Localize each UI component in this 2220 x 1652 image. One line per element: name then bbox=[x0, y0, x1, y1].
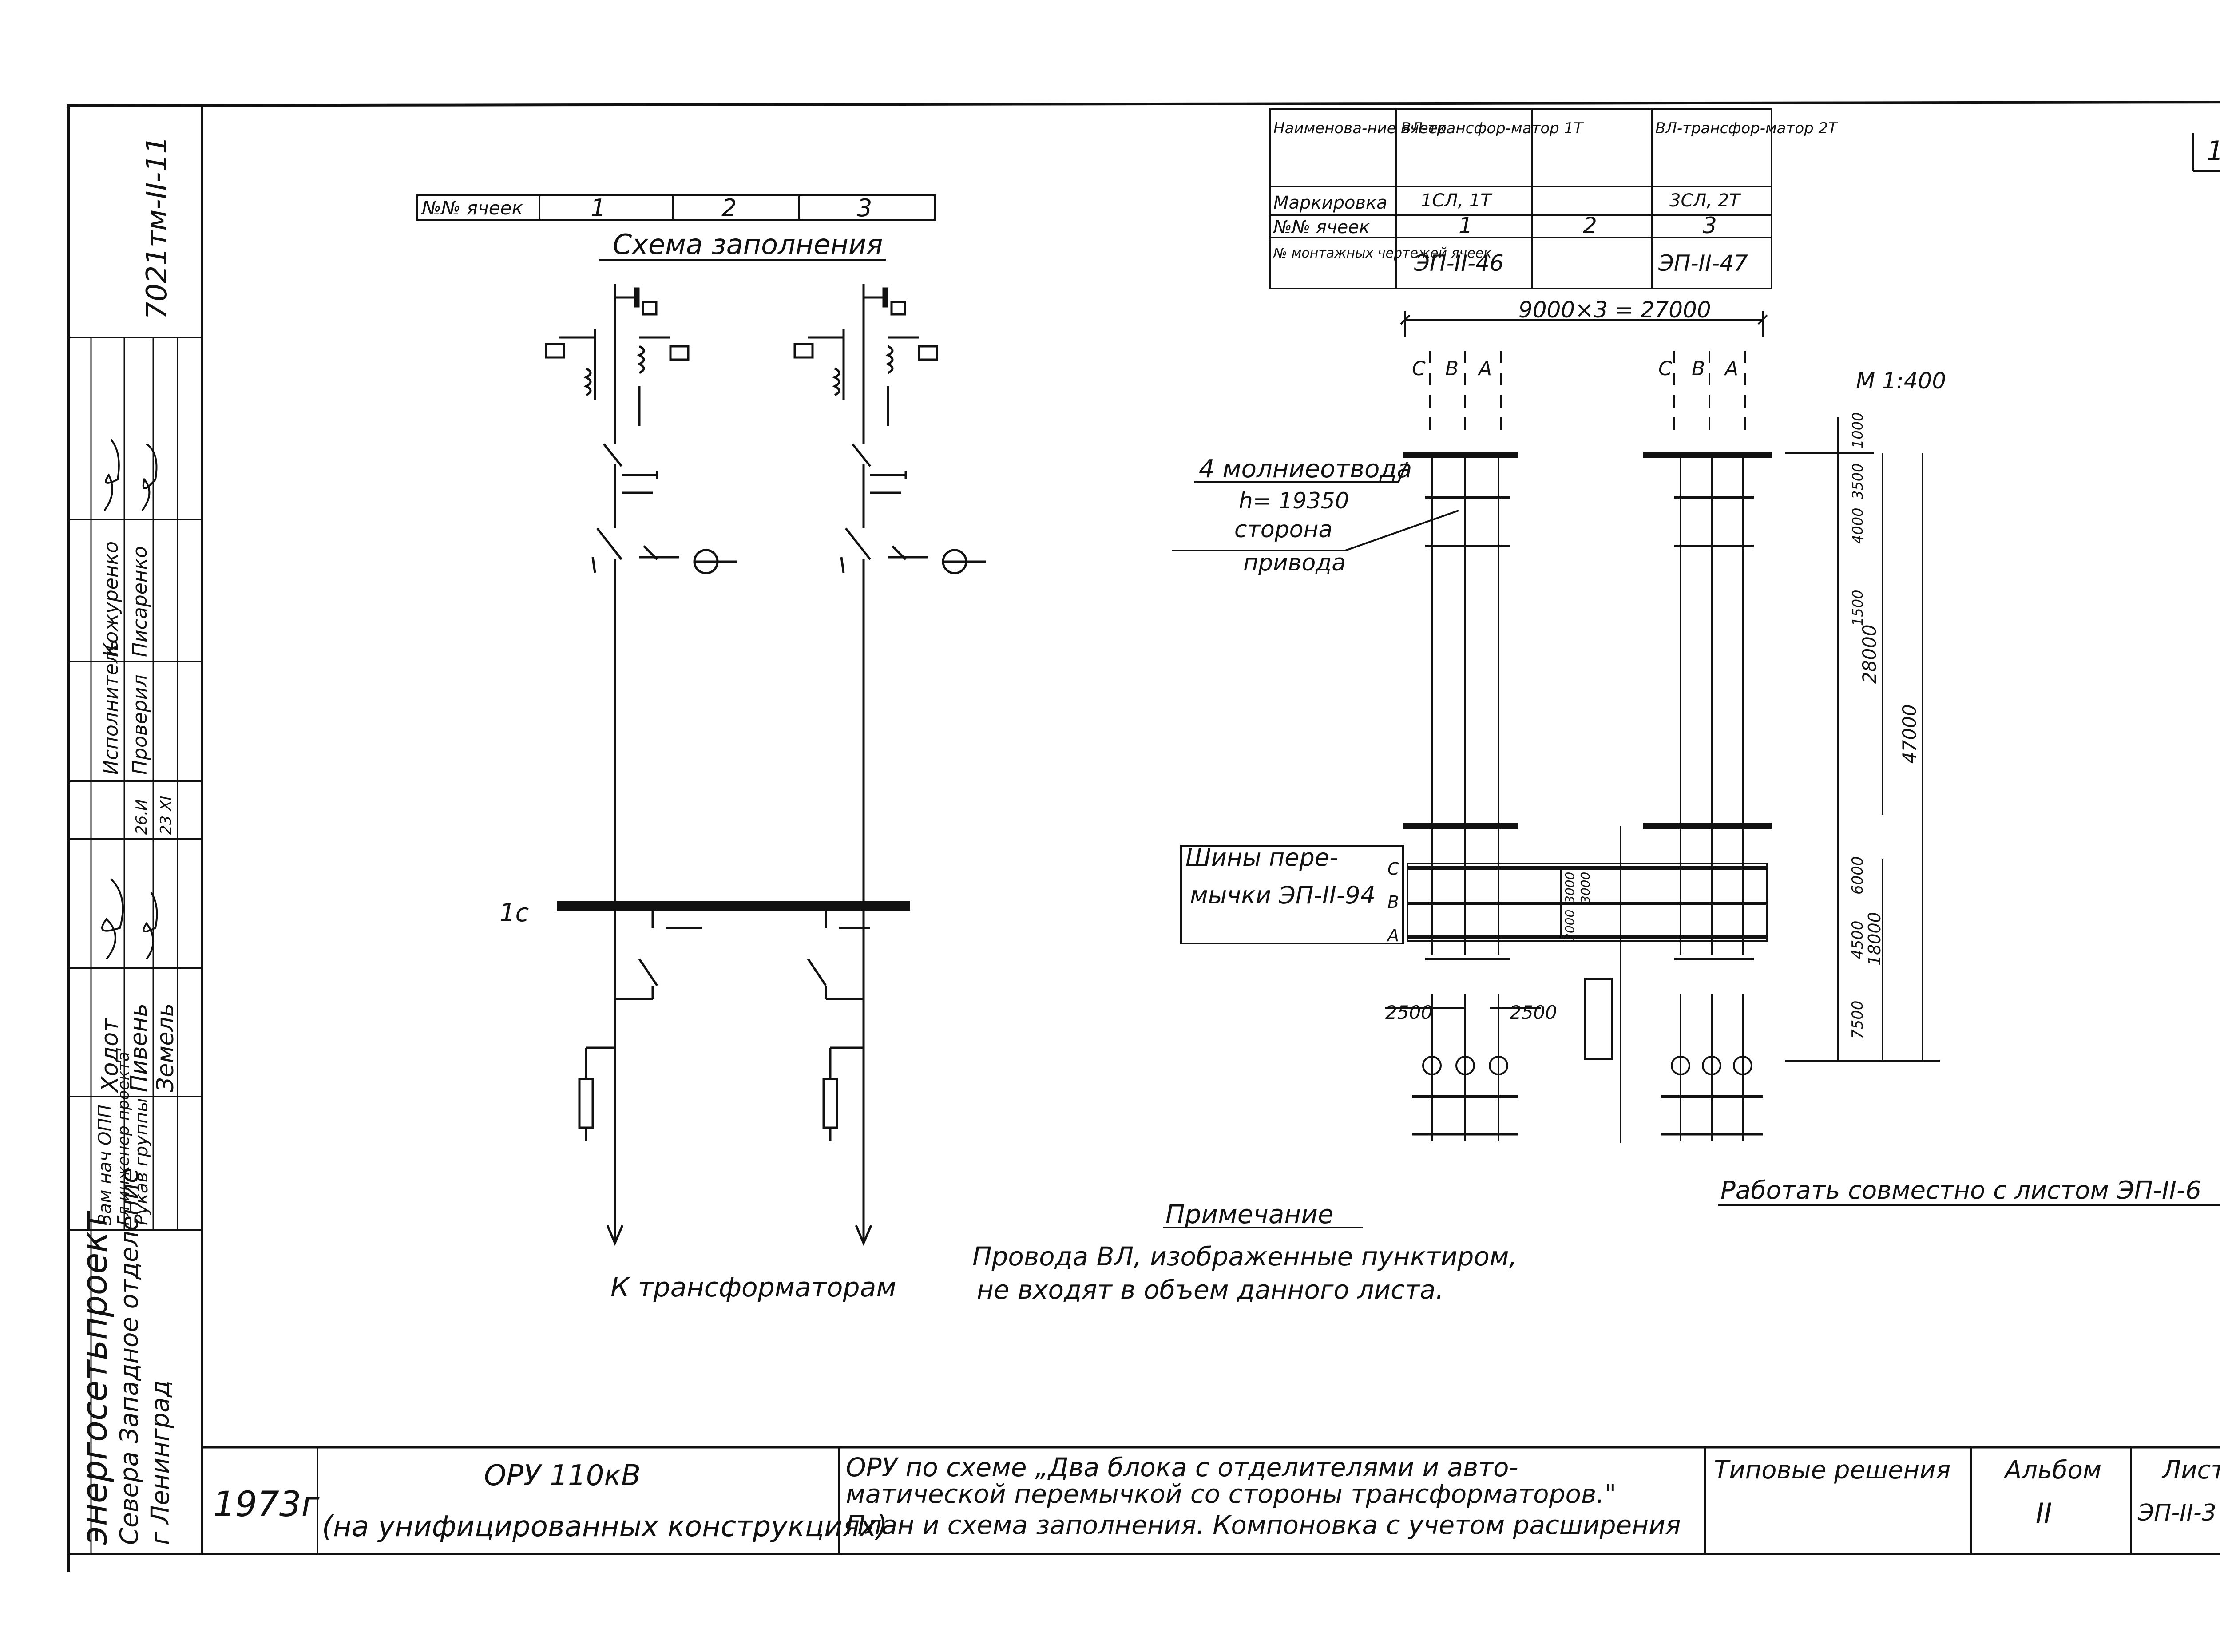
note-line-2: не входят в объем данного листа. bbox=[977, 1275, 1444, 1305]
phase-a-2: А bbox=[1724, 357, 1738, 380]
object-sub: (на унифицированных конструкциях) bbox=[322, 1510, 888, 1543]
phase-a-1: А bbox=[1477, 357, 1492, 380]
jumper-1: Шины пере- bbox=[1185, 844, 1338, 872]
dim-mid: 2500 bbox=[1510, 1002, 1557, 1023]
album-value: II bbox=[2036, 1497, 2052, 1529]
cell-row-3: 3 bbox=[857, 194, 872, 222]
dim-47000: 47000 bbox=[1899, 704, 1920, 764]
dim-4000: 4000 bbox=[1849, 508, 1866, 544]
corner-mark: 1 bbox=[2207, 135, 2220, 166]
note-line-1: Провода ВЛ, изображенные пунктиром, bbox=[972, 1241, 1517, 1272]
dim-4500: 4500 bbox=[1849, 920, 1867, 959]
bus-label: 1с bbox=[500, 899, 529, 927]
cell-row-table bbox=[416, 194, 936, 221]
note-title: Примечание bbox=[1166, 1199, 1334, 1229]
dim-jumper-3: 3000 bbox=[1562, 910, 1577, 941]
role-gip: Гл инженер проекта bbox=[115, 1052, 133, 1225]
lt-r3-c3: ЭП-II-47 bbox=[1658, 250, 1748, 276]
dim-jumper-1: 3000 bbox=[1562, 872, 1577, 903]
role-group: Рукав группы bbox=[131, 1098, 152, 1225]
dim-18000: 18000 bbox=[1865, 912, 1884, 966]
single-line-schematic bbox=[545, 284, 986, 1246]
object-name: ОРУ 110кВ bbox=[484, 1459, 641, 1492]
dim-jumper-2: 3000 bbox=[1578, 872, 1593, 903]
lt-r0-label: Наименова-ние ячеек bbox=[1273, 119, 1447, 137]
work-together: Работать совместно с листом ЭП-II-6 bbox=[1720, 1176, 2201, 1205]
lt-r3-c1: ЭП-II-46 bbox=[1414, 250, 1504, 276]
org-dept: Севера Западное отделение bbox=[115, 1168, 144, 1545]
desc-line-2: матической перемычкой со стороны трансфо… bbox=[846, 1479, 1616, 1509]
dim-6000: 6000 bbox=[1849, 856, 1867, 895]
lt-r1-label: Маркировка bbox=[1273, 193, 1388, 213]
lt-r2-c1: 1 bbox=[1459, 213, 1473, 238]
lt-r2-label: №№ ячеек bbox=[1273, 217, 1370, 238]
dim-7500: 7500 bbox=[1849, 1000, 1867, 1039]
sheet-value: ЭП-II-3 bbox=[2137, 1500, 2216, 1526]
dim-1500: 1500 bbox=[1849, 590, 1866, 626]
org-city: г Ленинград bbox=[146, 1380, 175, 1545]
album-label: Альбом bbox=[2003, 1456, 2101, 1485]
date-2: 23 XI bbox=[157, 796, 175, 835]
lightning-height: h= 19350 bbox=[1239, 488, 1349, 514]
desc-line-1: ОРУ по схеме „Два блока с отделителями и… bbox=[846, 1452, 1518, 1482]
name-hodot: Ходот bbox=[97, 1018, 123, 1093]
drive-side-2: привода bbox=[1243, 550, 1346, 576]
substation-plan bbox=[1172, 311, 1940, 1143]
phase-b-1: В bbox=[1445, 357, 1459, 380]
dim-1000: 1000 bbox=[1849, 412, 1866, 448]
cell-row-1: 1 bbox=[591, 194, 606, 222]
lt-r0-c3: ВЛ-трансфор-матор 2Т bbox=[1655, 119, 1838, 137]
jumper-phase-a: А bbox=[1386, 926, 1399, 945]
signatures bbox=[101, 439, 158, 960]
desc-line-3: План и схема заполнения. Компоновка с уч… bbox=[846, 1510, 1681, 1540]
lightning-label: 4 молниеотвода bbox=[1199, 455, 1412, 483]
cell-row-header: №№ ячеек bbox=[421, 197, 523, 219]
dim-left: 2500 bbox=[1385, 1002, 1433, 1023]
drive-side-1: сторона bbox=[1234, 516, 1332, 543]
overall-dim: 9000×3 = 27000 bbox=[1518, 297, 1711, 323]
role-executor: Исполнитель bbox=[100, 639, 123, 775]
lt-r3-label: № монтажных чертежей ячеек bbox=[1273, 246, 1491, 261]
dim-28000: 28000 bbox=[1859, 624, 1880, 684]
lt-r2-c2: 2 bbox=[1583, 213, 1597, 238]
jumper-phase-c: С bbox=[1388, 859, 1399, 879]
jumper-2: мычки ЭП-II-94 bbox=[1190, 881, 1376, 909]
to-transformers: К трансформаторам bbox=[610, 1272, 896, 1303]
lt-r2-c3: 3 bbox=[1703, 213, 1717, 238]
frame bbox=[66, 101, 2220, 1572]
name-pisarenko: Писаренко bbox=[129, 546, 151, 657]
doc-code: 7021тм-II-11 bbox=[141, 136, 174, 320]
name-zemel: Земель bbox=[152, 1003, 179, 1092]
lt-r1-c1: 1СЛ, 1Т bbox=[1421, 190, 1493, 211]
legend-table-grid bbox=[1269, 108, 1772, 289]
dim-3500: 3500 bbox=[1849, 464, 1866, 499]
sheet-label: Лист bbox=[2161, 1456, 2220, 1485]
year: 1973г bbox=[213, 1485, 320, 1525]
role-zam: Зам нач ОПП bbox=[95, 1105, 115, 1225]
text-underlines bbox=[1163, 1204, 2220, 1228]
phase-c-2: С bbox=[1658, 357, 1672, 380]
jumper-phase-b: В bbox=[1388, 892, 1399, 912]
plan-scale: М 1:400 bbox=[1856, 368, 1946, 394]
cell-row-2: 2 bbox=[722, 194, 737, 222]
org-name: энергосетьпроект bbox=[75, 1210, 115, 1545]
lt-r0-c1: ВЛ-трансфор-матор 1Т bbox=[1401, 119, 1584, 137]
schema-title: Схема заполнения bbox=[613, 228, 883, 261]
series: Типовые решения bbox=[1714, 1456, 1950, 1485]
date-1: 26.И bbox=[133, 799, 151, 835]
name-piven: Пивень bbox=[126, 1003, 152, 1092]
phase-b-2: В bbox=[1692, 357, 1705, 380]
lt-r1-c3: 3СЛ, 2Т bbox=[1669, 190, 1741, 211]
phase-c-1: С bbox=[1412, 357, 1426, 380]
name-kozhurenko: Кожуренко bbox=[100, 541, 123, 657]
role-checker: Проверил bbox=[129, 674, 151, 775]
